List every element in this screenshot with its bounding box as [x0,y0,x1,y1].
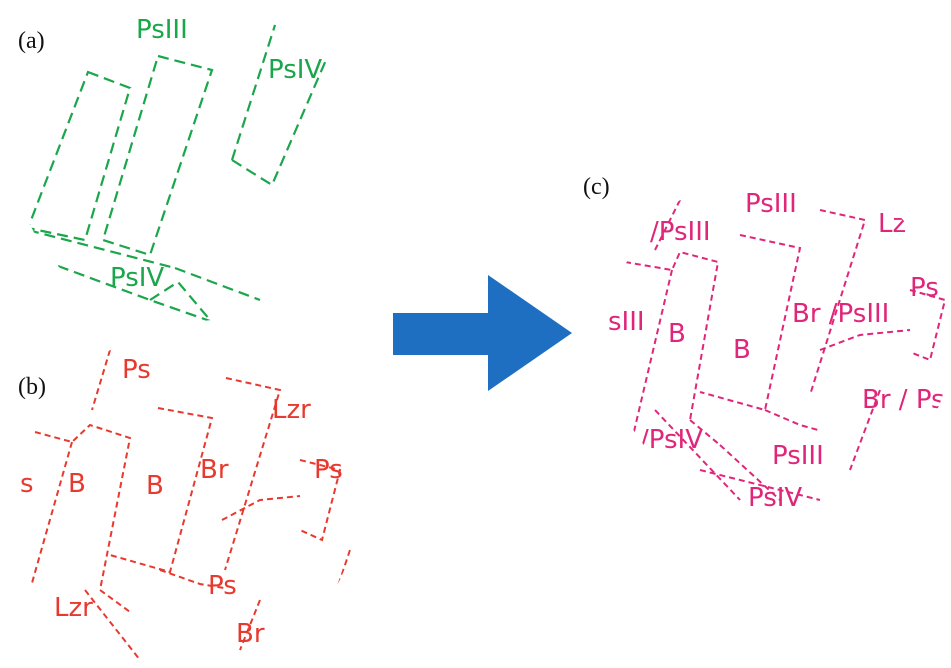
panel-b-label: (b) [18,374,46,400]
unit-label: B [733,335,751,365]
unit-label: B [146,471,164,501]
unit-label: Br / Ps [862,385,945,415]
unit-label: PsIII [745,189,797,219]
unit-label: B [668,319,686,349]
panel-c-map: PsIII /PsIII Lz sIII B B Br /PsIII Ps Br… [608,189,947,513]
transition-arrow [393,275,572,391]
unit-label: Br [236,619,265,649]
unit-label: PsIV [268,55,322,85]
panel-a-map: PsIII PsIV PsIV [26,15,328,322]
unit-label: Lzr [272,395,311,425]
unit-label: Ps [122,355,151,385]
panel-b-boundaries [29,349,351,661]
unit-label: PsIV [110,263,164,293]
unit-label: Br /PsIII [792,299,889,329]
panel-b-map: Ps Lzr s B B Br Ps Ps Lzr Br [20,349,351,661]
unit-label: Lzr [54,593,93,623]
panel-b: (b) Ps Lzr s B B Br Ps Ps [18,349,351,661]
unit-label: Br [200,455,229,485]
unit-label: PsIII [136,15,188,45]
panel-c-boundaries [624,199,947,501]
panel-a-boundaries [26,24,328,322]
unit-label: Ps [910,273,939,303]
panel-c-label: (c) [583,174,610,200]
panel-a: (a) PsIII PsIV PsIV [18,15,328,322]
unit-label: s [20,469,34,499]
unit-label: /PsIV [640,425,703,455]
unit-label: PsIV [748,483,802,513]
panel-c: (c) PsIII /PsIII Lz sIII B B [583,174,947,513]
unit-label: Ps [314,455,343,485]
unit-label: /PsIII [650,217,711,247]
unit-label: sIII [608,307,645,337]
unit-label: PsIII [772,441,824,471]
unit-label: B [68,469,86,499]
panel-a-label: (a) [18,28,45,54]
unit-label: Lz [878,209,906,239]
unit-label: Ps [208,571,237,601]
